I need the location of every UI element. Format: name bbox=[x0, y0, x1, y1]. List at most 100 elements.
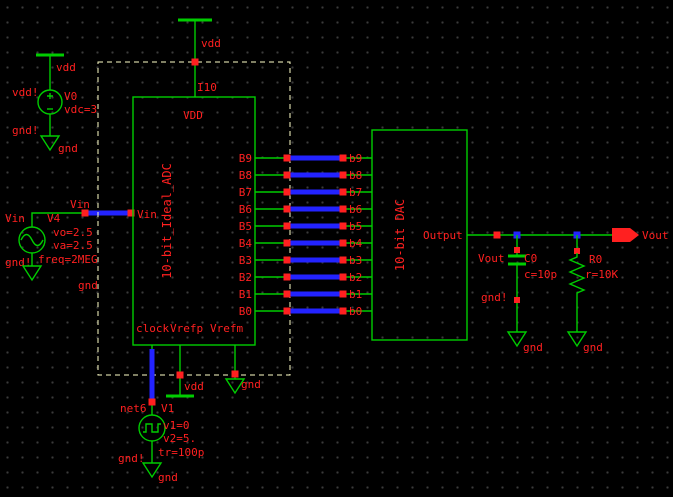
adc-instance[interactable]: I10 VDD 10-bit_Ideal_ADC Vin clock Vrefp… bbox=[97, 58, 291, 376]
pin-square bbox=[514, 297, 520, 303]
instance-name: V1 bbox=[161, 402, 174, 415]
sine-wave-icon bbox=[20, 233, 44, 247]
net-label-vin: Vin bbox=[70, 198, 90, 211]
adc-clock-pin-label: clock bbox=[136, 322, 169, 335]
dac-bit-label: b1 bbox=[349, 288, 362, 301]
pin-square bbox=[283, 188, 291, 196]
dac-output-pin-label: Output bbox=[423, 229, 463, 242]
adc-vin-pin-label: Vin bbox=[137, 208, 157, 221]
c0-branch[interactable]: Vout C0 c=10p gnd! gnd bbox=[478, 235, 557, 354]
output-port-arrow-icon[interactable] bbox=[612, 228, 639, 242]
instance-param: v2=5. bbox=[163, 432, 196, 445]
gnd-label: gnd bbox=[58, 142, 78, 155]
port-label-vin: Vin bbox=[5, 212, 25, 225]
gnd-icon[interactable] bbox=[39, 135, 61, 152]
gnd-label: gnd bbox=[583, 341, 603, 354]
instance-param: v1=0 bbox=[163, 419, 190, 432]
net-label-net6: net6 bbox=[120, 402, 147, 415]
adc-symbol-body[interactable] bbox=[132, 96, 256, 346]
dac-bit-label: b4 bbox=[349, 237, 363, 250]
adc-bit-label: B6 bbox=[239, 203, 252, 216]
adc-bit-label: B8 bbox=[239, 169, 252, 182]
gnd-icon[interactable] bbox=[141, 462, 163, 479]
gnd-icon[interactable] bbox=[224, 378, 246, 395]
pin-square bbox=[339, 205, 347, 213]
instance-param: r=10K bbox=[585, 268, 618, 281]
gnd-icon[interactable] bbox=[566, 331, 588, 348]
dac-bit-label: b9 bbox=[349, 152, 362, 165]
pin-square bbox=[148, 398, 156, 406]
adc-bit-label: B1 bbox=[239, 288, 252, 301]
gnd-label: gnd bbox=[523, 341, 543, 354]
adc-bit-label: B7 bbox=[239, 186, 252, 199]
instance-name: V0 bbox=[64, 90, 77, 103]
pin-square bbox=[81, 209, 89, 217]
adc-bit-label: B4 bbox=[239, 237, 253, 250]
v0-supply-branch[interactable]: vdd vdd! V0 vdc=3 gnd! gnd bbox=[12, 53, 97, 155]
dac-bit-label: b3 bbox=[349, 254, 362, 267]
adc-bit-label: B9 bbox=[239, 152, 252, 165]
v1-clock-branch[interactable]: net6 V1 v1=0 v2=5. tr=100p gnd! gnd bbox=[118, 345, 204, 484]
net-label-vdd-global: vdd! bbox=[12, 86, 39, 99]
pin-square bbox=[283, 171, 291, 179]
pin-square bbox=[339, 239, 347, 247]
dac-bit-label: b2 bbox=[349, 271, 362, 284]
dac-bit-label: b5 bbox=[349, 220, 362, 233]
pin-square bbox=[283, 222, 291, 230]
v4-input-branch[interactable]: Vin Vin V4 vo=2.5 va=2.5 freq=2MEG gnd! … bbox=[5, 198, 135, 292]
pin-square bbox=[191, 58, 199, 66]
instance-param: vo=2.5 bbox=[53, 226, 93, 239]
pin-square bbox=[231, 370, 239, 378]
pin-square bbox=[339, 256, 347, 264]
instance-name: C0 bbox=[524, 252, 537, 265]
gnd-icon[interactable] bbox=[506, 331, 528, 348]
pin-square bbox=[339, 154, 347, 162]
pin-square bbox=[493, 231, 501, 239]
adc-body-label: 10-bit_Ideal_ADC bbox=[160, 163, 174, 279]
pin-square bbox=[127, 209, 135, 217]
vout-port-label: Vout bbox=[642, 229, 669, 242]
net-label-gnd-global: gnd! bbox=[481, 291, 508, 304]
gnd-label: gnd bbox=[78, 279, 98, 292]
adc-bit-label: B0 bbox=[239, 305, 252, 318]
pin-square bbox=[283, 256, 291, 264]
net-label-gnd-global: gnd! bbox=[5, 256, 32, 269]
vrefm-connection[interactable]: gnd bbox=[224, 345, 261, 395]
gnd-icon[interactable] bbox=[21, 265, 43, 282]
dac-instance[interactable]: 10-bit DAC Output bbox=[371, 129, 468, 341]
adc-bit-label: B2 bbox=[239, 271, 252, 284]
pin-square bbox=[339, 188, 347, 196]
instance-param: va=2.5 bbox=[53, 239, 93, 252]
adc-vrefp-pin-label: Vrefp bbox=[170, 322, 203, 335]
dac-bit-label: b6 bbox=[349, 203, 362, 216]
pin-square bbox=[339, 171, 347, 179]
net-label-gnd-global: gnd! bbox=[12, 124, 39, 137]
dac-bit-label: b0 bbox=[349, 305, 362, 318]
instance-param: tr=100p bbox=[158, 446, 204, 459]
instance-param: freq=2MEG bbox=[38, 253, 98, 266]
vdd-rail-label: vdd bbox=[201, 37, 221, 50]
net-label-gnd-global: gnd! bbox=[118, 452, 145, 465]
net-label-vout: Vout bbox=[478, 252, 505, 265]
output-net[interactable]: Vout bbox=[467, 228, 669, 242]
instance-name: V4 bbox=[47, 212, 61, 225]
vrefp-connection[interactable]: vdd bbox=[166, 345, 204, 398]
pin-square bbox=[339, 222, 347, 230]
pin-square bbox=[339, 273, 347, 281]
pulse-wave-icon bbox=[143, 423, 161, 433]
r0-branch[interactable]: R0 r=10K gnd bbox=[566, 235, 618, 354]
resistor-icon[interactable] bbox=[568, 253, 586, 298]
adc-vrefm-pin-label: Vrefm bbox=[210, 322, 243, 335]
pin-square bbox=[283, 307, 291, 315]
instance-name: R0 bbox=[589, 253, 602, 266]
adc-bit-label: B5 bbox=[239, 220, 252, 233]
pin-square bbox=[574, 248, 580, 254]
dac-bit-label: b7 bbox=[349, 186, 362, 199]
pin-square bbox=[339, 290, 347, 298]
plus-icon bbox=[47, 93, 53, 99]
pin-square bbox=[283, 239, 291, 247]
instance-param: vdc=3 bbox=[64, 103, 97, 116]
pin-square bbox=[283, 154, 291, 162]
